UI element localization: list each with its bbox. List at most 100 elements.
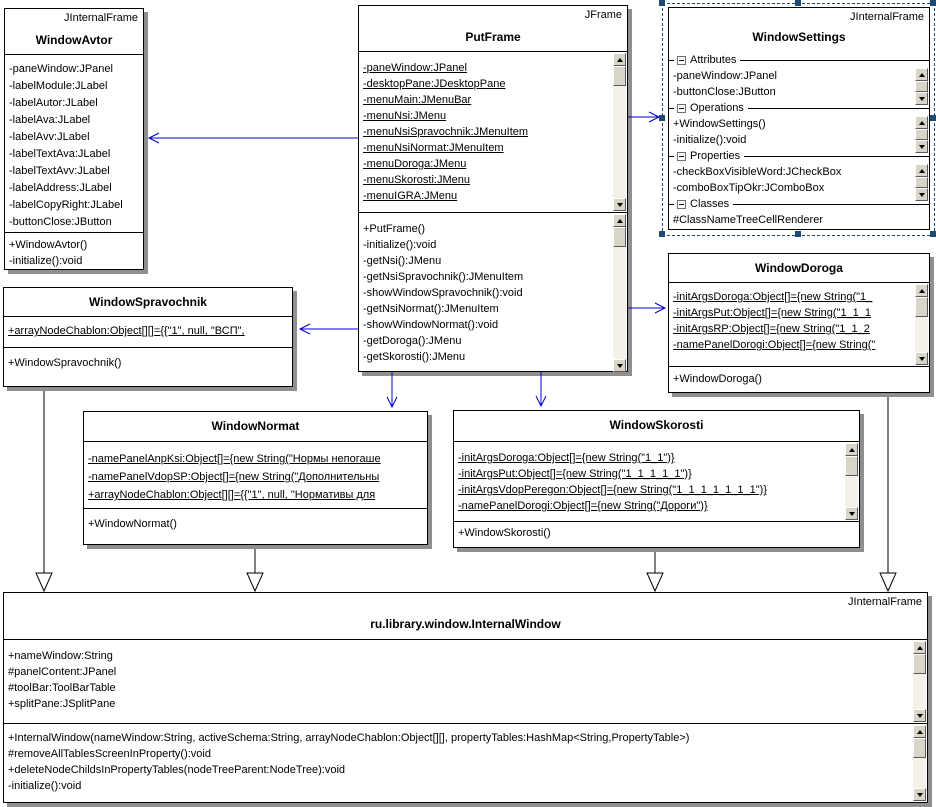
attribute-row[interactable]: #panelContent:JPanel <box>8 666 117 678</box>
scrollbar-thumb[interactable] <box>915 177 928 188</box>
collapse-icon[interactable] <box>677 103 686 113</box>
selection-handle-s[interactable] <box>795 231 801 237</box>
method-row[interactable]: -initialize():void <box>9 255 83 267</box>
vertical-scrollbar[interactable] <box>915 284 928 365</box>
association-putframe-to-windowdoroga[interactable] <box>628 302 667 314</box>
attribute-row[interactable]: +nameWindow:String <box>8 650 113 662</box>
scrollbar-thumb[interactable] <box>913 738 926 758</box>
attribute-row[interactable]: -namePanelAnpKsi:Object[]={new String("Н… <box>88 453 381 465</box>
class-internal-window-box[interactable]: JInternalFrame ru.library.window.Interna… <box>3 592 928 803</box>
attribute-row[interactable]: -initArgsPut:Object[]={new String("1_1_1 <box>673 307 872 319</box>
scroll-up-icon[interactable] <box>913 641 926 654</box>
scroll-up-icon[interactable] <box>915 284 928 297</box>
property-row[interactable]: -checkBoxVisibleWord:JCheckBox <box>673 166 842 178</box>
vertical-scrollbar[interactable] <box>915 68 928 105</box>
attribute-row[interactable]: #toolBar:ToolBarTable <box>8 682 116 694</box>
selection-handle-e[interactable] <box>930 115 936 121</box>
collapse-icon[interactable] <box>677 55 686 65</box>
scrollbar-track[interactable] <box>613 86 626 198</box>
attribute-row[interactable]: -labelAva:JLabel <box>9 114 91 126</box>
association-putframe-to-windowsettings[interactable] <box>628 111 661 123</box>
scroll-up-icon[interactable] <box>913 725 926 738</box>
attribute-row[interactable]: -initArgsDoroga:Object[]={new String("1_… <box>458 452 675 464</box>
vertical-scrollbar[interactable] <box>913 725 926 801</box>
scrollbar-track[interactable] <box>913 758 926 788</box>
attribute-row[interactable]: -labelTextAva:JLabel <box>9 148 111 160</box>
method-row[interactable]: +WindowSpravochnik() <box>8 357 122 369</box>
attribute-row[interactable]: +splitPane:JSplitPane <box>8 698 116 710</box>
attribute-row[interactable]: -menuDoroga:JMenu <box>363 158 467 170</box>
method-row[interactable]: +WindowAvtor() <box>9 239 88 251</box>
method-row[interactable]: -showWindowNormat():void <box>363 319 499 331</box>
collapse-icon[interactable] <box>677 151 686 161</box>
generalization-windownormat-to-internalwindow[interactable] <box>246 549 264 593</box>
class-window-settings-box[interactable]: JInternalFrame WindowSettings Attributes… <box>668 7 930 230</box>
method-row[interactable]: +deleteNodeChildsInPropertyTables(nodeTr… <box>8 764 346 776</box>
vertical-scrollbar[interactable] <box>613 214 626 372</box>
attribute-row[interactable]: -labelAutor:JLabel <box>9 97 98 109</box>
selection-handle-nw[interactable] <box>659 0 665 6</box>
class-window-avtor-box[interactable]: JInternalFrame WindowAvtor -paneWindow:J… <box>4 8 144 270</box>
method-row[interactable]: -getDoroga():JMenu <box>363 335 462 347</box>
vertical-scrollbar[interactable] <box>613 53 626 211</box>
attribute-row[interactable]: +arrayNodeChablon:Object[][]={{"1", null… <box>88 489 376 501</box>
vertical-scrollbar[interactable] <box>845 443 858 520</box>
association-putframe-to-windowavtor[interactable] <box>147 132 358 144</box>
association-putframe-to-windownormat[interactable] <box>386 372 398 409</box>
scrollbar-thumb[interactable] <box>913 654 926 674</box>
method-row[interactable]: -getNsiSpravochnik():JMenuItem <box>363 271 524 283</box>
scrollbar-thumb[interactable] <box>845 456 858 476</box>
scrollbar-thumb[interactable] <box>613 66 626 86</box>
attribute-row[interactable]: -labelAddress:JLabel <box>9 182 112 194</box>
attribute-row[interactable]: -desktopPane:JDesktopPane <box>363 78 506 90</box>
class-window-normat-box[interactable]: WindowNormat -namePanelAnpKsi:Object[]={… <box>83 411 428 545</box>
class-window-spravochnik-box[interactable]: WindowSpravochnik +arrayNodeChablon:Obje… <box>3 287 293 387</box>
method-row[interactable]: -initialize():void <box>8 780 82 792</box>
property-row[interactable]: -comboBoxTipOkr:JComboBox <box>673 182 825 194</box>
scroll-up-icon[interactable] <box>915 68 928 81</box>
scroll-down-icon[interactable] <box>913 788 926 801</box>
attribute-row[interactable]: -menuSkorosti:JMenu <box>363 174 470 186</box>
attribute-row[interactable]: -menuNsiNormat:JMenuItem <box>363 142 504 154</box>
attribute-row[interactable]: -menuNsiSpravochnik:JMenuItem <box>363 126 529 138</box>
attribute-row[interactable]: -initArgsVdopPeregon:Object[]={new Strin… <box>458 484 767 496</box>
attribute-row[interactable]: -menuMain:JMenuBar <box>363 94 472 106</box>
attribute-row[interactable]: +arrayNodeChablon:Object[][]={{"1", null… <box>8 325 245 337</box>
selection-handle-se[interactable] <box>930 231 936 237</box>
attribute-row[interactable]: -namePanelVdopSP:Object[]={new String("Д… <box>88 471 380 483</box>
scrollbar-thumb[interactable] <box>915 297 928 317</box>
scrollbar-track[interactable] <box>613 247 626 359</box>
method-row[interactable]: -getNsi():JMenu <box>363 255 442 267</box>
vertical-scrollbar[interactable] <box>915 116 928 153</box>
generalization-windowskorosti-to-internalwindow[interactable] <box>646 552 664 593</box>
method-row[interactable]: +InternalWindow(nameWindow:String, activ… <box>8 732 690 744</box>
attribute-row[interactable]: -buttonClose:JButton <box>673 86 776 98</box>
method-row[interactable]: #removeAllTablesScreenInProperty():void <box>8 748 211 760</box>
method-row[interactable]: +WindowSettings() <box>673 118 766 130</box>
method-row[interactable]: -getNsiNormat():JMenuItem <box>363 303 499 315</box>
collapse-icon[interactable] <box>677 199 686 209</box>
selection-handle-w[interactable] <box>659 115 665 121</box>
association-putframe-to-windowspravochnik[interactable] <box>298 323 358 335</box>
scroll-up-icon[interactable] <box>845 443 858 456</box>
attribute-row[interactable]: -paneWindow:JPanel <box>363 62 467 74</box>
scrollbar-thumb[interactable] <box>613 227 626 247</box>
scrollbar-track[interactable] <box>845 476 858 507</box>
attribute-row[interactable]: -menuIGRA:JMenu <box>363 190 458 202</box>
method-row[interactable]: -showWindowSpravochnik():void <box>363 287 523 299</box>
method-row[interactable]: -initialize():void <box>673 134 747 146</box>
generalization-windowdoroga-to-internalwindow[interactable] <box>879 397 897 593</box>
generalization-windowspravochnik-to-internalwindow[interactable] <box>35 391 53 593</box>
method-row[interactable]: +WindowDoroga() <box>673 373 762 385</box>
attribute-row[interactable]: -buttonClose:JButton <box>9 216 112 228</box>
vertical-scrollbar[interactable] <box>915 164 928 201</box>
attribute-row[interactable]: -labelAvv:JLabel <box>9 131 90 143</box>
scroll-up-icon[interactable] <box>915 164 928 177</box>
scroll-down-icon[interactable] <box>845 507 858 520</box>
scrollbar-track[interactable] <box>915 317 928 352</box>
scroll-down-icon[interactable] <box>915 92 928 105</box>
class-row[interactable]: #ClassNameTreeCellRenderer <box>673 214 823 226</box>
scroll-down-icon[interactable] <box>613 359 626 372</box>
method-row[interactable]: -initialize():void <box>363 239 437 251</box>
selection-handle-n[interactable] <box>795 0 801 6</box>
